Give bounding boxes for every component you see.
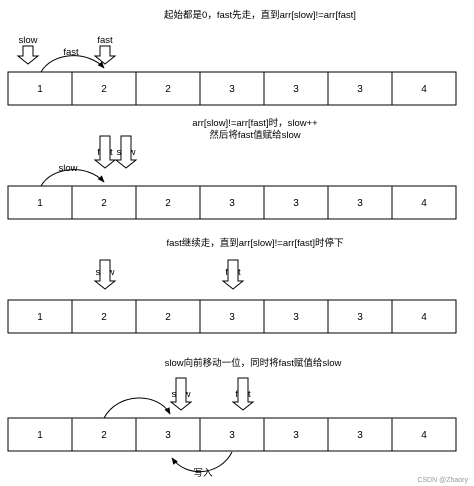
stage-2-caption-line-2: 然后将fast值赋给slow xyxy=(209,129,300,141)
array-cell xyxy=(71,71,137,106)
array-cell xyxy=(199,185,265,220)
stage-1-pointer-fast: fast xyxy=(93,35,117,65)
watermark: CSDN @Zhaory xyxy=(417,477,468,484)
down-arrow-icon xyxy=(93,259,117,290)
array-cell-value: 1 xyxy=(37,430,43,441)
stage-4-pointer-fast: fast xyxy=(231,377,255,411)
array-cell xyxy=(391,417,457,452)
stage-2-pointer-slow: slow xyxy=(114,135,138,169)
array-cell-value: 3 xyxy=(229,198,235,209)
stage-1-move-arc xyxy=(40,55,105,73)
array-cell xyxy=(135,71,201,106)
array-cell xyxy=(391,185,457,220)
array-cell xyxy=(327,185,393,220)
stage-2-arc-label: slow xyxy=(58,163,77,174)
array-cell-value: 2 xyxy=(101,198,107,209)
down-arrow-icon xyxy=(169,377,193,411)
array-cell xyxy=(199,417,265,452)
array-cell-value: 2 xyxy=(101,312,107,323)
pointer-label: fast xyxy=(97,35,113,46)
array-cell xyxy=(135,417,201,452)
down-arrow-icon xyxy=(221,259,245,290)
array-cell xyxy=(327,417,393,452)
array-cell-value: 3 xyxy=(165,430,171,441)
down-arrow-icon xyxy=(16,45,40,65)
stage-3-caption-line-1: fast继续走，直到arr[slow]!=arr[fast]时停下 xyxy=(166,237,343,249)
stage-4-pointer-slow: slow xyxy=(169,377,193,411)
array-cell-value: 2 xyxy=(101,84,107,95)
array-cell xyxy=(71,417,137,452)
array-cell-value: 3 xyxy=(293,198,299,209)
stage-4: slow向前移动一位，同时将fast赋值给slow slow fast 1 2 … xyxy=(7,357,457,479)
array-cell-value: 2 xyxy=(101,430,107,441)
array-cell-value: 3 xyxy=(229,312,235,323)
array-cell xyxy=(391,71,457,106)
stage-1-arc-label: fast xyxy=(63,47,79,58)
array-cell-value: 2 xyxy=(165,84,171,95)
array-cell-value: 3 xyxy=(357,312,363,323)
stage-3-pointer-fast: fast xyxy=(221,259,245,290)
array-cell-value: 1 xyxy=(37,84,43,95)
array-cell-value: 2 xyxy=(165,312,171,323)
stage-4-array: 1 2 3 3 3 3 4 xyxy=(7,417,457,452)
array-cell-value: 1 xyxy=(37,198,43,209)
stage-3-array: 1 2 2 3 3 3 4 xyxy=(7,299,457,334)
array-cell-value: 3 xyxy=(229,84,235,95)
array-cell xyxy=(199,299,265,334)
array-cell xyxy=(391,299,457,334)
stage-4-move-arc xyxy=(103,397,171,419)
array-cell xyxy=(7,299,73,334)
array-cell xyxy=(263,299,329,334)
down-arrow-icon xyxy=(231,377,255,411)
array-cell-value: 3 xyxy=(357,430,363,441)
stage-4-write-label: 写入 xyxy=(193,468,213,479)
stage-1-array: 1 2 2 3 3 3 4 xyxy=(7,71,457,106)
array-cell xyxy=(263,71,329,106)
array-cell xyxy=(135,299,201,334)
stage-4-write-arc xyxy=(171,451,233,472)
array-cell-value: 4 xyxy=(421,312,427,323)
stage-2-array: 1 2 2 3 3 3 4 xyxy=(7,185,457,220)
down-arrow-icon xyxy=(93,45,117,65)
array-cell-value: 3 xyxy=(229,430,235,441)
stage-1-pointer-slow: slow xyxy=(16,35,40,65)
down-arrow-icon xyxy=(114,135,138,169)
array-cell-value: 4 xyxy=(421,198,427,209)
stage-3: fast继续走，直到arr[slow]!=arr[fast]时停下 slow f… xyxy=(7,237,457,334)
stage-2-caption-line-1: arr[slow]!=arr[fast]时，slow++ xyxy=(192,117,318,129)
stage-1: 起始都是0，fast先走，直到arr[slow]!=arr[fast] slow… xyxy=(7,9,457,106)
array-cell-value: 3 xyxy=(357,198,363,209)
array-cell xyxy=(7,71,73,106)
array-cell-value: 1 xyxy=(37,312,43,323)
array-cell xyxy=(71,299,137,334)
array-cell-value: 3 xyxy=(293,430,299,441)
array-cell-value: 4 xyxy=(421,430,427,441)
array-cell-value: 4 xyxy=(421,84,427,95)
array-cell xyxy=(263,417,329,452)
array-cell xyxy=(327,299,393,334)
array-cell-value: 3 xyxy=(293,84,299,95)
stage-4-caption-line-1: slow向前移动一位，同时将fast赋值给slow xyxy=(165,357,342,369)
array-cell xyxy=(327,71,393,106)
array-cell-value: 3 xyxy=(357,84,363,95)
array-cell-value: 2 xyxy=(165,198,171,209)
stage-1-caption-line-1: 起始都是0，fast先走，直到arr[slow]!=arr[fast] xyxy=(164,9,356,21)
array-cell-value: 3 xyxy=(293,312,299,323)
stage-2-move-arc xyxy=(40,169,105,187)
stage-2: arr[slow]!=arr[fast]时，slow++ 然后将fast值赋给s… xyxy=(7,117,457,220)
stage-3-pointer-slow: slow xyxy=(93,259,117,290)
pointer-label: slow xyxy=(18,35,37,46)
stage-2-pointer-fast: fast xyxy=(93,135,117,169)
down-arrow-icon xyxy=(93,135,117,169)
array-cell xyxy=(71,185,137,220)
